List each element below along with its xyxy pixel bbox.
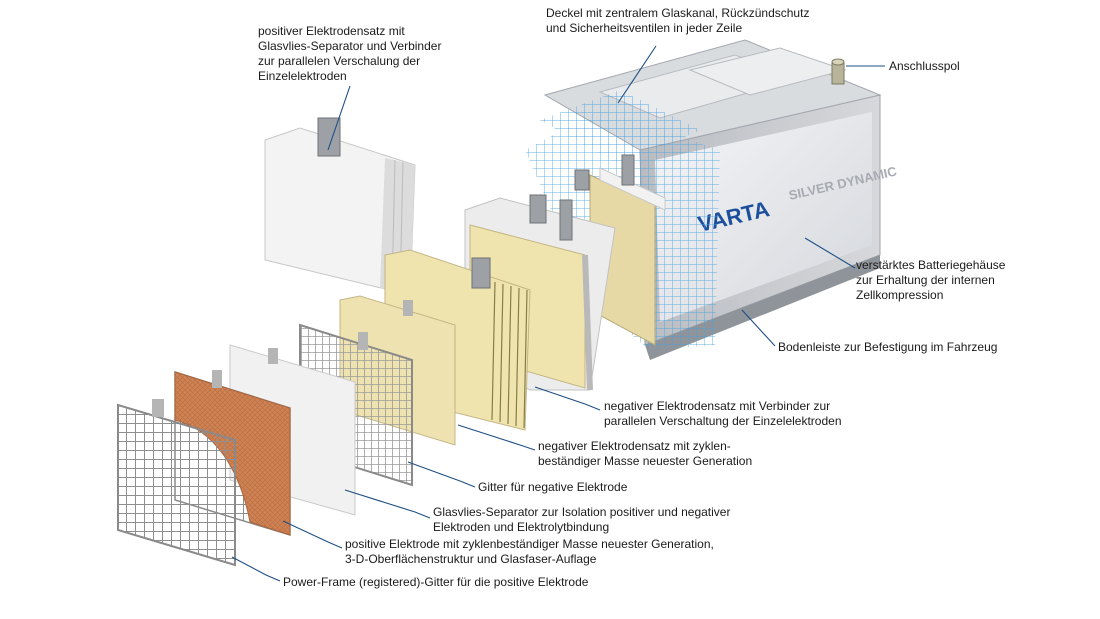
label-housing: verstärktes Batteriegehäuse zur Erhaltun… <box>856 258 1006 302</box>
label-powerframe: Power-Frame (registered)-Gitter für die … <box>283 575 589 589</box>
label-positive-electrode: positive Elektrode mit zyklenbeständiger… <box>345 537 714 566</box>
label-positive-stack: positiver Elektrodensatz mit Glasvlies-S… <box>258 24 442 83</box>
label-base-rail: Bodenleiste zur Befestigung im Fahrzeug <box>778 340 998 354</box>
battery-housing: VARTA SILVER DYNAMIC <box>525 39 899 360</box>
powerframe-grid <box>117 399 236 567</box>
label-terminal: Anschlusspol <box>889 59 960 73</box>
label-negative-mass: negativer Elektrodensatz mit zyklen- bes… <box>538 439 753 468</box>
label-negative-stack: negativer Elektrodensatz mit Verbinder z… <box>604 399 842 428</box>
leader-lines <box>231 45 885 582</box>
label-negative-grid: Gitter für negative Elektrode <box>478 480 628 494</box>
label-lid: Deckel mit zentralem Glaskanal, Rückzünd… <box>546 6 810 35</box>
label-separator: Glasvlies-Separator zur Isolation positi… <box>433 505 731 534</box>
